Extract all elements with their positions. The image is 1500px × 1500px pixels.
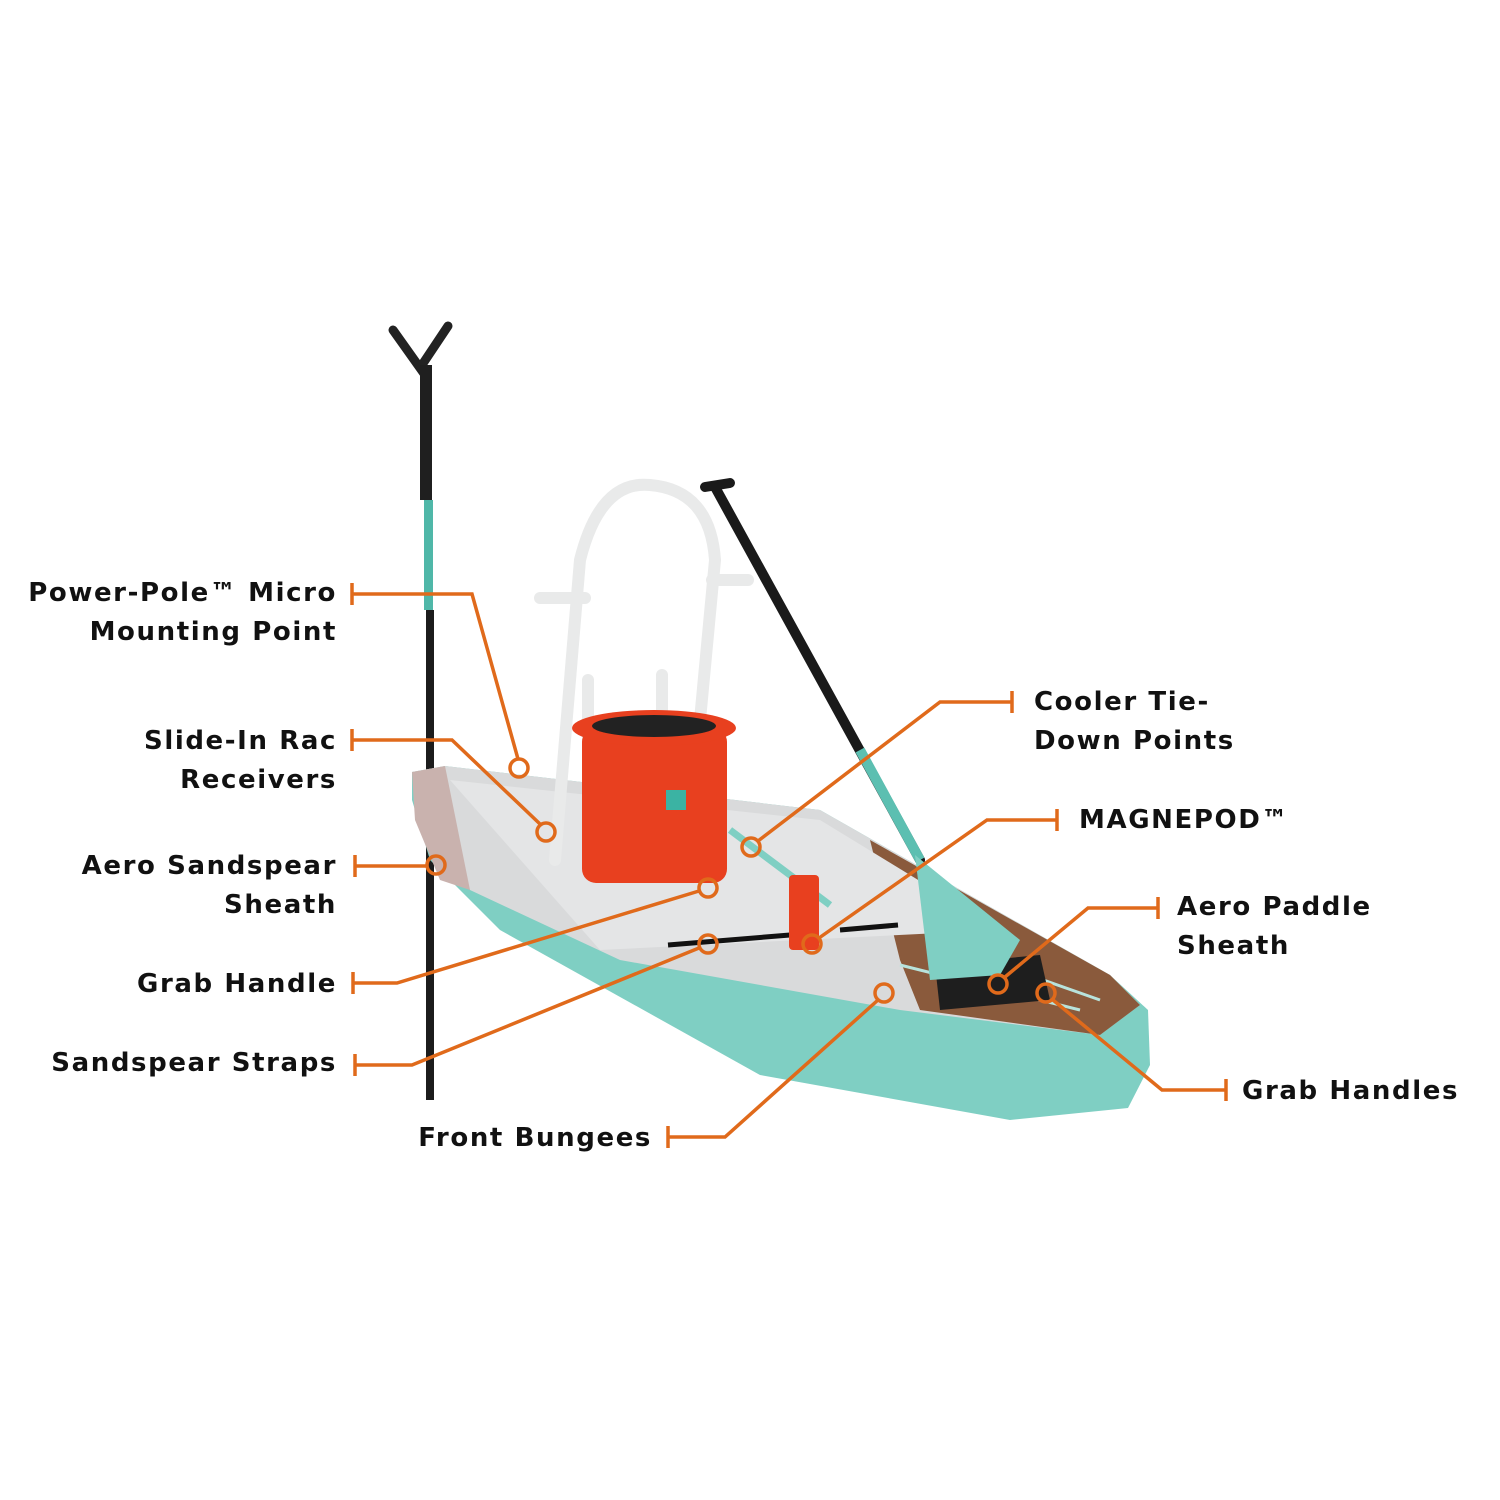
callout-cooler-tie-down-points: Cooler Tie- Down Points <box>1034 683 1235 761</box>
cooler <box>572 710 736 883</box>
label-line: Power-Pole™ Micro <box>28 578 337 608</box>
callout-grab-handles: Grab Handles <box>1242 1072 1459 1111</box>
callout-lines <box>350 583 1228 1148</box>
label-line: MAGNEPOD™ <box>1079 805 1289 835</box>
label-line: Grab Handles <box>1242 1076 1460 1106</box>
label-line: Receivers <box>180 765 337 795</box>
label-line: Slide-In Rac <box>144 726 337 756</box>
label-line: Down Points <box>1034 726 1235 756</box>
callout-magnepod: MAGNEPOD™ <box>1079 801 1289 840</box>
label-line: Mounting Point <box>89 617 337 647</box>
label-line: Sheath <box>224 890 337 920</box>
label-line: Front Bungees <box>418 1123 652 1153</box>
label-line: Grab Handle <box>137 969 337 999</box>
callout-sandspear-straps: Sandspear Straps <box>51 1044 337 1083</box>
callout-aero-paddle-sheath: Aero Paddle Sheath <box>1177 888 1372 966</box>
callout-aero-sandspear-sheath: Aero Sandspear Sheath <box>82 847 337 925</box>
label-line: Aero Sandspear <box>81 851 337 881</box>
paddle <box>700 478 1020 980</box>
label-line: Sandspear Straps <box>51 1048 337 1078</box>
sandspear <box>388 321 453 1100</box>
tumbler <box>789 875 819 950</box>
callout-front-bungees: Front Bungees <box>418 1119 652 1158</box>
label-line: Aero Paddle <box>1177 892 1372 922</box>
label-line: Sheath <box>1177 931 1290 961</box>
callout-power-pole-mounting-point: Power-Pole™ Micro Mounting Point <box>28 574 337 652</box>
callout-grab-handle: Grab Handle <box>137 965 337 1004</box>
callout-slide-in-rac-receivers: Slide-In Rac Receivers <box>144 722 337 800</box>
label-line: Cooler Tie- <box>1034 687 1210 717</box>
